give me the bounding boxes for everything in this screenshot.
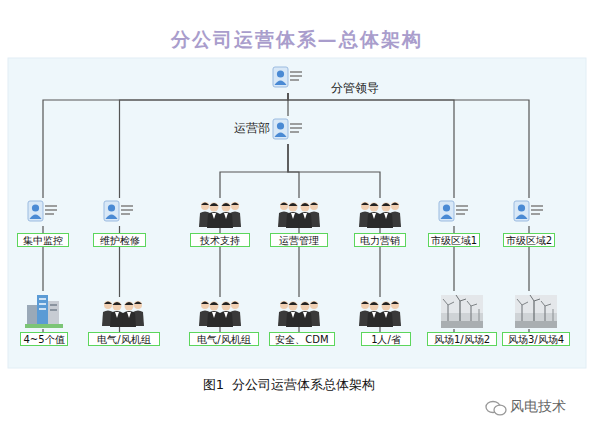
- node-label: 风场1/风场2: [434, 334, 490, 345]
- org-connector: [120, 93, 289, 233]
- node-label: 分管领导: [331, 80, 379, 97]
- org-box: 维护检修: [93, 233, 146, 247]
- node-label: 运营部: [234, 120, 270, 137]
- node-label: 1人/省: [371, 334, 401, 345]
- node-label: 集中监控: [23, 235, 63, 246]
- org-box: 电力营销: [354, 233, 406, 247]
- person-icon: [438, 198, 470, 226]
- node-label: 4~5个值: [23, 334, 64, 345]
- org-box: 技术支持: [190, 233, 250, 247]
- team-icon: [358, 297, 402, 327]
- team-icon: [358, 198, 402, 228]
- department-icon: [272, 116, 304, 144]
- org-box: 风场3/风场4: [502, 332, 570, 346]
- diagram-title: 分公司运营体系—总体架构: [0, 27, 593, 53]
- windfarm-photo: [440, 291, 484, 329]
- node-label: 电力营销: [360, 235, 400, 246]
- team-icon: [198, 198, 242, 228]
- org-box: 1人/省: [361, 332, 411, 346]
- team-icon: [277, 198, 321, 228]
- org-box: 运营管理: [270, 233, 328, 247]
- node-label: 电气/风机组: [97, 334, 150, 345]
- org-box: 风场1/风场2: [427, 332, 497, 346]
- node-label: 技术支持: [200, 235, 240, 246]
- person-icon: [513, 198, 545, 226]
- node-label: 维护检修: [100, 235, 140, 246]
- team-icon: [277, 297, 321, 327]
- figure-caption: 图1 分公司运营体系总体架构: [0, 376, 578, 394]
- org-connector: [43, 93, 288, 233]
- building-icon: [24, 291, 64, 329]
- background-panel: [8, 58, 586, 368]
- node-label: 市级区域2: [506, 235, 552, 246]
- org-box: 安全、CDM: [269, 332, 335, 346]
- org-connector: [288, 93, 529, 233]
- node-label: 安全、CDM: [275, 334, 328, 345]
- windfarm-photo: [514, 291, 558, 329]
- person-icon: [103, 198, 135, 226]
- org-unit-node: 分管领导: [272, 63, 304, 93]
- wechat-logo: [486, 402, 506, 415]
- team-icon: [198, 297, 242, 327]
- org-box: 集中监控: [17, 233, 69, 247]
- node-label: 市级区域1: [431, 235, 477, 246]
- org-box: 市级区域1: [428, 233, 480, 247]
- org-box: 4~5个值: [20, 332, 68, 346]
- watermark: 风电技术: [510, 398, 566, 416]
- person-icon: [27, 198, 59, 226]
- node-label: 电气/风机组: [197, 334, 250, 345]
- org-unit-node: 运营部: [274, 116, 302, 142]
- org-box: 电气/风机组: [189, 332, 259, 346]
- org-box: 市级区域2: [503, 233, 555, 247]
- leader-icon: [272, 64, 304, 92]
- team-icon: [101, 297, 145, 327]
- node-label: 风场3/风场4: [508, 334, 564, 345]
- node-label: 运营管理: [279, 235, 319, 246]
- org-box: 电气/风机组: [88, 332, 160, 346]
